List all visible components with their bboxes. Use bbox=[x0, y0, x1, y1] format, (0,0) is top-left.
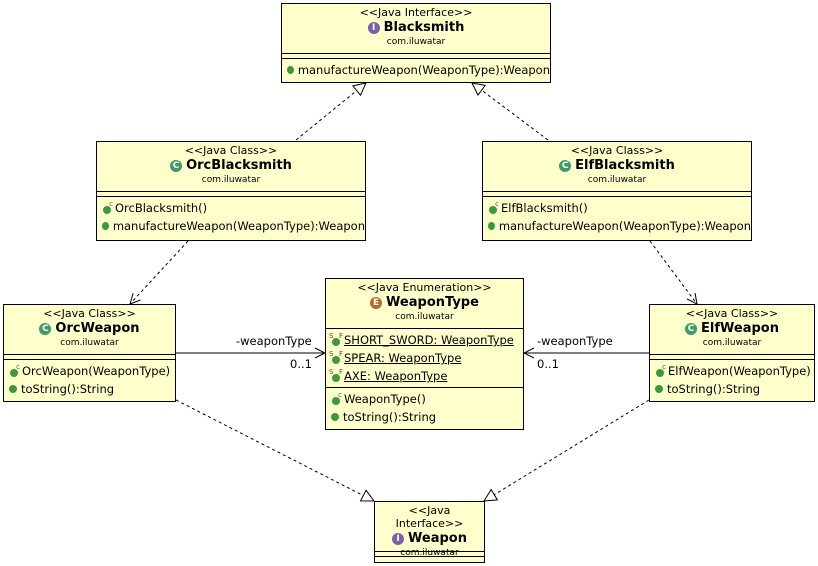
edge-elfweapon-implements-weapon bbox=[484, 399, 650, 501]
method-row: manufactureWeapon(WeaponType):Weapon bbox=[102, 217, 365, 235]
class-icon: C bbox=[39, 322, 52, 335]
orc-association-role: -weaponType bbox=[236, 334, 312, 348]
package-name: com.iluwatar bbox=[400, 548, 459, 558]
public-method-icon bbox=[488, 222, 495, 230]
stereotype: <<Java Class>> bbox=[570, 144, 664, 157]
constructor-icon: c bbox=[488, 201, 499, 214]
class-icon: C bbox=[170, 159, 183, 172]
stereotype: <<Java Class>> bbox=[685, 307, 779, 320]
package-name: com.iluwatar bbox=[60, 338, 119, 348]
method-row: toString():String bbox=[9, 380, 175, 398]
stereotype: <<Java Interface>> bbox=[359, 6, 473, 19]
method-row: manufactureWeapon(WeaponType):Weapon bbox=[287, 61, 550, 79]
edge-orcweapon-implements-weapon bbox=[175, 399, 374, 501]
constructor-icon: c bbox=[331, 392, 342, 405]
node-title: ElfBlacksmith bbox=[575, 158, 675, 173]
package-name: com.iluwatar bbox=[702, 338, 762, 348]
public-method-icon bbox=[102, 222, 109, 230]
public-method-icon bbox=[9, 385, 17, 393]
method-row: toString():String bbox=[655, 380, 814, 398]
node-title: OrcBlacksmith bbox=[186, 158, 292, 173]
edge-elfblacksmith-depends-elfweapon bbox=[649, 240, 697, 304]
public-method-icon bbox=[287, 66, 294, 74]
elf-association-role: -weaponType bbox=[537, 334, 613, 348]
node-title: Weapon bbox=[408, 531, 467, 546]
public-method-icon bbox=[655, 385, 663, 393]
edge-elfblacksmith-implements-blacksmith bbox=[472, 83, 549, 141]
public-method-icon bbox=[331, 413, 339, 421]
package-name: com.iluwatar bbox=[386, 37, 446, 47]
interface-icon: I bbox=[367, 21, 380, 34]
package-name: com.iluwatar bbox=[587, 175, 647, 185]
node-title: OrcWeapon bbox=[55, 321, 140, 336]
class-icon: C bbox=[685, 322, 698, 335]
interface-icon: I bbox=[392, 532, 405, 545]
elf-association-multiplicity: 0..1 bbox=[537, 357, 559, 371]
package-name: com.iluwatar bbox=[201, 175, 261, 185]
node-title: WeaponType bbox=[386, 295, 479, 310]
method-row: manufactureWeapon(WeaponType):Weapon bbox=[488, 217, 751, 235]
orc-association-multiplicity: 0..1 bbox=[290, 357, 312, 371]
node-title: Blacksmith bbox=[383, 20, 465, 35]
stereotype: <<Java Class>> bbox=[184, 144, 278, 157]
constructor-icon: c bbox=[102, 201, 113, 214]
package-name: com.iluwatar bbox=[395, 312, 454, 322]
node-title: ElfWeapon bbox=[701, 321, 779, 336]
edge-orcblacksmith-depends-orcweapon bbox=[130, 240, 189, 304]
stereotype: <<Java Enumeration>> bbox=[357, 281, 492, 294]
class-icon: C bbox=[559, 159, 572, 172]
constructor-icon: c bbox=[9, 364, 20, 377]
stereotype: <<Java Class>> bbox=[43, 307, 136, 320]
enum-icon: E bbox=[370, 296, 383, 309]
stereotype: <<Java Interface>> bbox=[395, 504, 464, 530]
edge-orcblacksmith-implements-blacksmith bbox=[295, 83, 366, 141]
method-row: toString():String bbox=[331, 408, 523, 426]
constructor-icon: c bbox=[655, 364, 666, 377]
